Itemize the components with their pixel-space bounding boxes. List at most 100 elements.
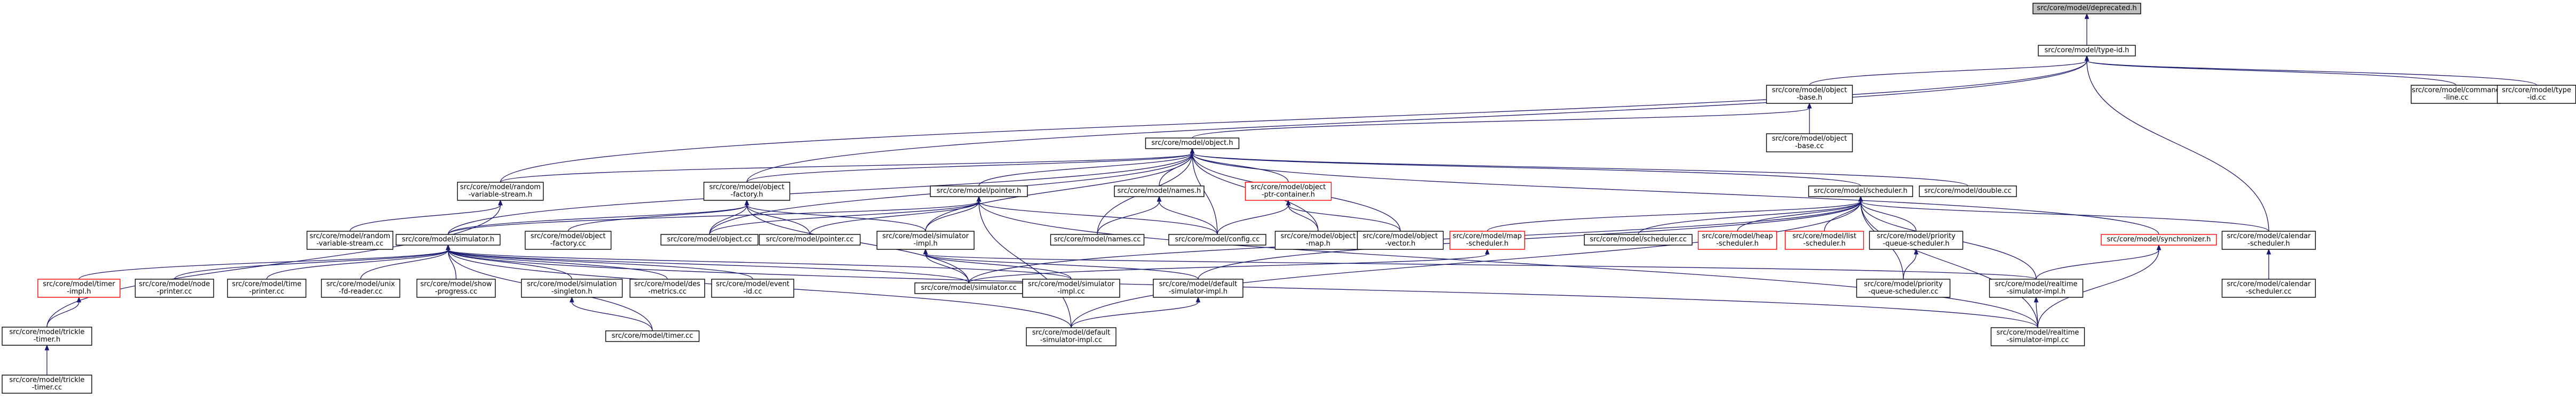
graph-node-sim-singleton-h[interactable]: src/core/model/simulation-singleton.h xyxy=(521,279,623,298)
edge-pointer-h-to-realtime-impl-cc xyxy=(976,196,2038,328)
graph-node-ptr-container-h[interactable]: src/core/model/object-ptr-container.h xyxy=(1245,182,1332,201)
node-box xyxy=(457,182,544,201)
graph-node-trickle-cc[interactable]: src/core/model/trickle-timer.cc xyxy=(2,375,92,394)
node-box xyxy=(395,234,501,246)
node-label: -fd-reader.cc xyxy=(339,288,382,296)
node-label: -timer.h xyxy=(34,336,61,344)
graph-node-prio-sched-h[interactable]: src/core/model/priority-queue-scheduler.… xyxy=(1869,231,1964,250)
edge-timer-impl-h-to-trickle-h xyxy=(46,296,82,328)
edge-arrowhead xyxy=(1157,196,1162,202)
edge-line xyxy=(1198,201,1861,280)
graph-node-timer-cc[interactable]: src/core/model/timer.cc xyxy=(605,330,700,342)
graph-node-synchronizer-h[interactable]: src/core/model/synchronizer.h xyxy=(2101,234,2217,246)
graph-node-names-cc[interactable]: src/core/model/names.cc xyxy=(1050,234,1145,246)
graph-node-prio-sched-cc[interactable]: src/core/model/priority-queue-scheduler.… xyxy=(1856,279,1951,298)
edge-line xyxy=(78,249,449,280)
edge-arrowhead xyxy=(445,244,451,250)
graph-node-config-cc[interactable]: src/core/model/config.cc xyxy=(1168,234,1266,246)
node-label: src/core/model/names.cc xyxy=(1054,235,1141,243)
graph-node-typeid-cc[interactable]: src/core/model/type-id.cc xyxy=(2497,85,2576,104)
node-box xyxy=(1357,231,1444,250)
graph-node-object-factory-h[interactable]: src/core/model/object-factory.h xyxy=(703,182,791,201)
edge-random-vs-h-to-random-vs-cc xyxy=(349,199,503,232)
graph-node-show-progress-cc[interactable]: src/core/model/show-progress.cc xyxy=(416,279,496,298)
graph-node-realtime-impl-h[interactable]: src/core/model/realtime-simulator-impl.h xyxy=(1989,279,2084,298)
graph-node-simulator-h[interactable]: src/core/model/simulator.h xyxy=(395,234,501,246)
graph-node-cmdline-cc[interactable]: src/core/model/command-line.cc xyxy=(2411,85,2501,104)
edge-arrowhead xyxy=(44,344,50,351)
graph-node-simulator-impl-h[interactable]: src/core/model/simulator-impl.h xyxy=(876,231,975,250)
graph-node-time-printer-cc[interactable]: src/core/model/time-printer.cc xyxy=(227,279,307,298)
graph-node-simulator-impl-cc[interactable]: src/core/model/simulator-impl.cc xyxy=(1022,279,1120,298)
graph-node-calendar-cc[interactable]: src/core/model/calendar-scheduler.cc xyxy=(2221,279,2316,298)
graph-node-calendar-h[interactable]: src/core/model/calendar-scheduler.h xyxy=(2221,231,2316,250)
graph-node-node-printer-cc[interactable]: src/core/model/node-printer.cc xyxy=(134,279,214,298)
graph-node-object-base-cc[interactable]: src/core/model/object-base.cc xyxy=(1766,133,1853,152)
edge-line xyxy=(2036,249,2159,280)
edge-line xyxy=(1860,201,2269,232)
node-box xyxy=(711,279,794,298)
graph-node-object-h[interactable]: src/core/model/object.h xyxy=(1145,137,1240,149)
node-label: -impl.h xyxy=(67,288,91,296)
graph-node-object-cc[interactable]: src/core/model/object.cc xyxy=(660,234,759,246)
node-label: src/core/model/object xyxy=(1363,232,1438,240)
graph-node-pointer-cc[interactable]: src/core/model/pointer.cc xyxy=(759,234,861,246)
node-label: -impl.cc xyxy=(1057,288,1084,296)
graph-node-list-scheduler-h[interactable]: src/core/model/list-scheduler.h xyxy=(1784,231,1864,250)
edge-line xyxy=(500,153,1193,183)
graph-node-scheduler-cc[interactable]: src/core/model/scheduler.cc xyxy=(1584,234,1693,246)
edge-object-h-to-random-vs-h xyxy=(500,148,1195,183)
graph-node-double-cc[interactable]: src/core/model/double.cc xyxy=(1919,185,2017,197)
edge-simulator-h-to-timer-impl-h xyxy=(78,244,451,280)
graph-node-timer-impl-h[interactable]: src/core/model/timer-impl.h xyxy=(37,279,121,298)
node-box xyxy=(1274,231,1362,250)
node-box xyxy=(2221,231,2316,250)
graph-node-typeid-h[interactable]: src/core/model/type-id.h xyxy=(2038,45,2136,56)
node-label: src/core/model/map xyxy=(1453,232,1522,240)
graph-node-random-vs-h[interactable]: src/core/model/random-variable-stream.h xyxy=(457,182,544,201)
node-box xyxy=(1808,185,1913,197)
node-label: src/core/model/des xyxy=(634,280,700,288)
edge-object-base-h-to-object-h xyxy=(1192,102,1812,139)
node-label: src/core/model/pointer.h xyxy=(937,187,1021,195)
edge-line xyxy=(1217,205,1289,235)
graph-node-names-h[interactable]: src/core/model/names.h xyxy=(1114,185,1205,197)
graph-node-deprecated[interactable]: src/core/model/deprecated.h xyxy=(2032,3,2141,14)
node-box xyxy=(1114,185,1205,197)
graph-node-event-id-cc[interactable]: src/core/model/event-id.cc xyxy=(711,279,794,298)
edge-ptr-container-h-to-object-vector-h xyxy=(1286,199,1401,232)
graph-node-scheduler-h[interactable]: src/core/model/scheduler.h xyxy=(1808,185,1913,197)
graph-node-simulator-cc[interactable]: src/core/model/simulator.cc xyxy=(914,282,1023,294)
node-label: src/core/model/trickle xyxy=(9,328,84,336)
graph-node-des-metrics-cc[interactable]: src/core/model/des-metrics.cc xyxy=(629,279,705,298)
node-label: -queue-scheduler.cc xyxy=(1869,288,1939,296)
node-label: -scheduler.h xyxy=(1716,240,1758,248)
node-label: src/core/model/default xyxy=(1032,329,1111,337)
graph-node-object-vector-h[interactable]: src/core/model/object-vector.h xyxy=(1357,231,1444,250)
graph-node-object-base-h[interactable]: src/core/model/object-base.h xyxy=(1766,85,1853,104)
node-label: -impl.h xyxy=(913,240,937,248)
node-box xyxy=(1245,182,1332,201)
graph-node-object-map-h[interactable]: src/core/model/object-map.h xyxy=(1274,231,1362,250)
graph-node-realtime-impl-cc[interactable]: src/core/model/realtime-simulator-impl.c… xyxy=(1990,327,2085,346)
node-label: -simulator-impl.h xyxy=(2007,288,2065,296)
graph-node-unix-fd-cc[interactable]: src/core/model/unix-fd-reader.cc xyxy=(321,279,401,298)
graph-node-default-impl-h[interactable]: src/core/model/default-simulator-impl.h xyxy=(1153,279,1243,298)
graph-node-map-scheduler-h[interactable]: src/core/model/map-scheduler.h xyxy=(1449,231,1525,250)
edge-object-factory-h-to-object-cc xyxy=(709,199,749,235)
graph-node-heap-scheduler-h[interactable]: src/core/model/heap-scheduler.h xyxy=(1697,231,1777,250)
graph-node-random-vs-cc[interactable]: src/core/model/random-variable-stream.cc xyxy=(306,231,394,250)
graph-node-object-factory-cc[interactable]: src/core/model/object-factory.cc xyxy=(524,231,612,250)
edge-simulator-h-to-time-printer-cc xyxy=(266,244,451,280)
edge-line xyxy=(2086,60,2457,86)
edge-arrowhead xyxy=(76,296,82,303)
edge-line xyxy=(46,205,501,328)
graph-node-default-impl-cc[interactable]: src/core/model/default-simulator-impl.cc xyxy=(1026,327,1116,346)
edge-line xyxy=(925,153,1193,232)
graph-node-pointer-h[interactable]: src/core/model/pointer.h xyxy=(930,185,1028,197)
node-label: -factory.h xyxy=(731,191,763,199)
graph-node-trickle-h[interactable]: src/core/model/trickle-timer.h xyxy=(2,327,92,346)
node-box xyxy=(660,234,759,246)
node-box xyxy=(306,231,394,250)
